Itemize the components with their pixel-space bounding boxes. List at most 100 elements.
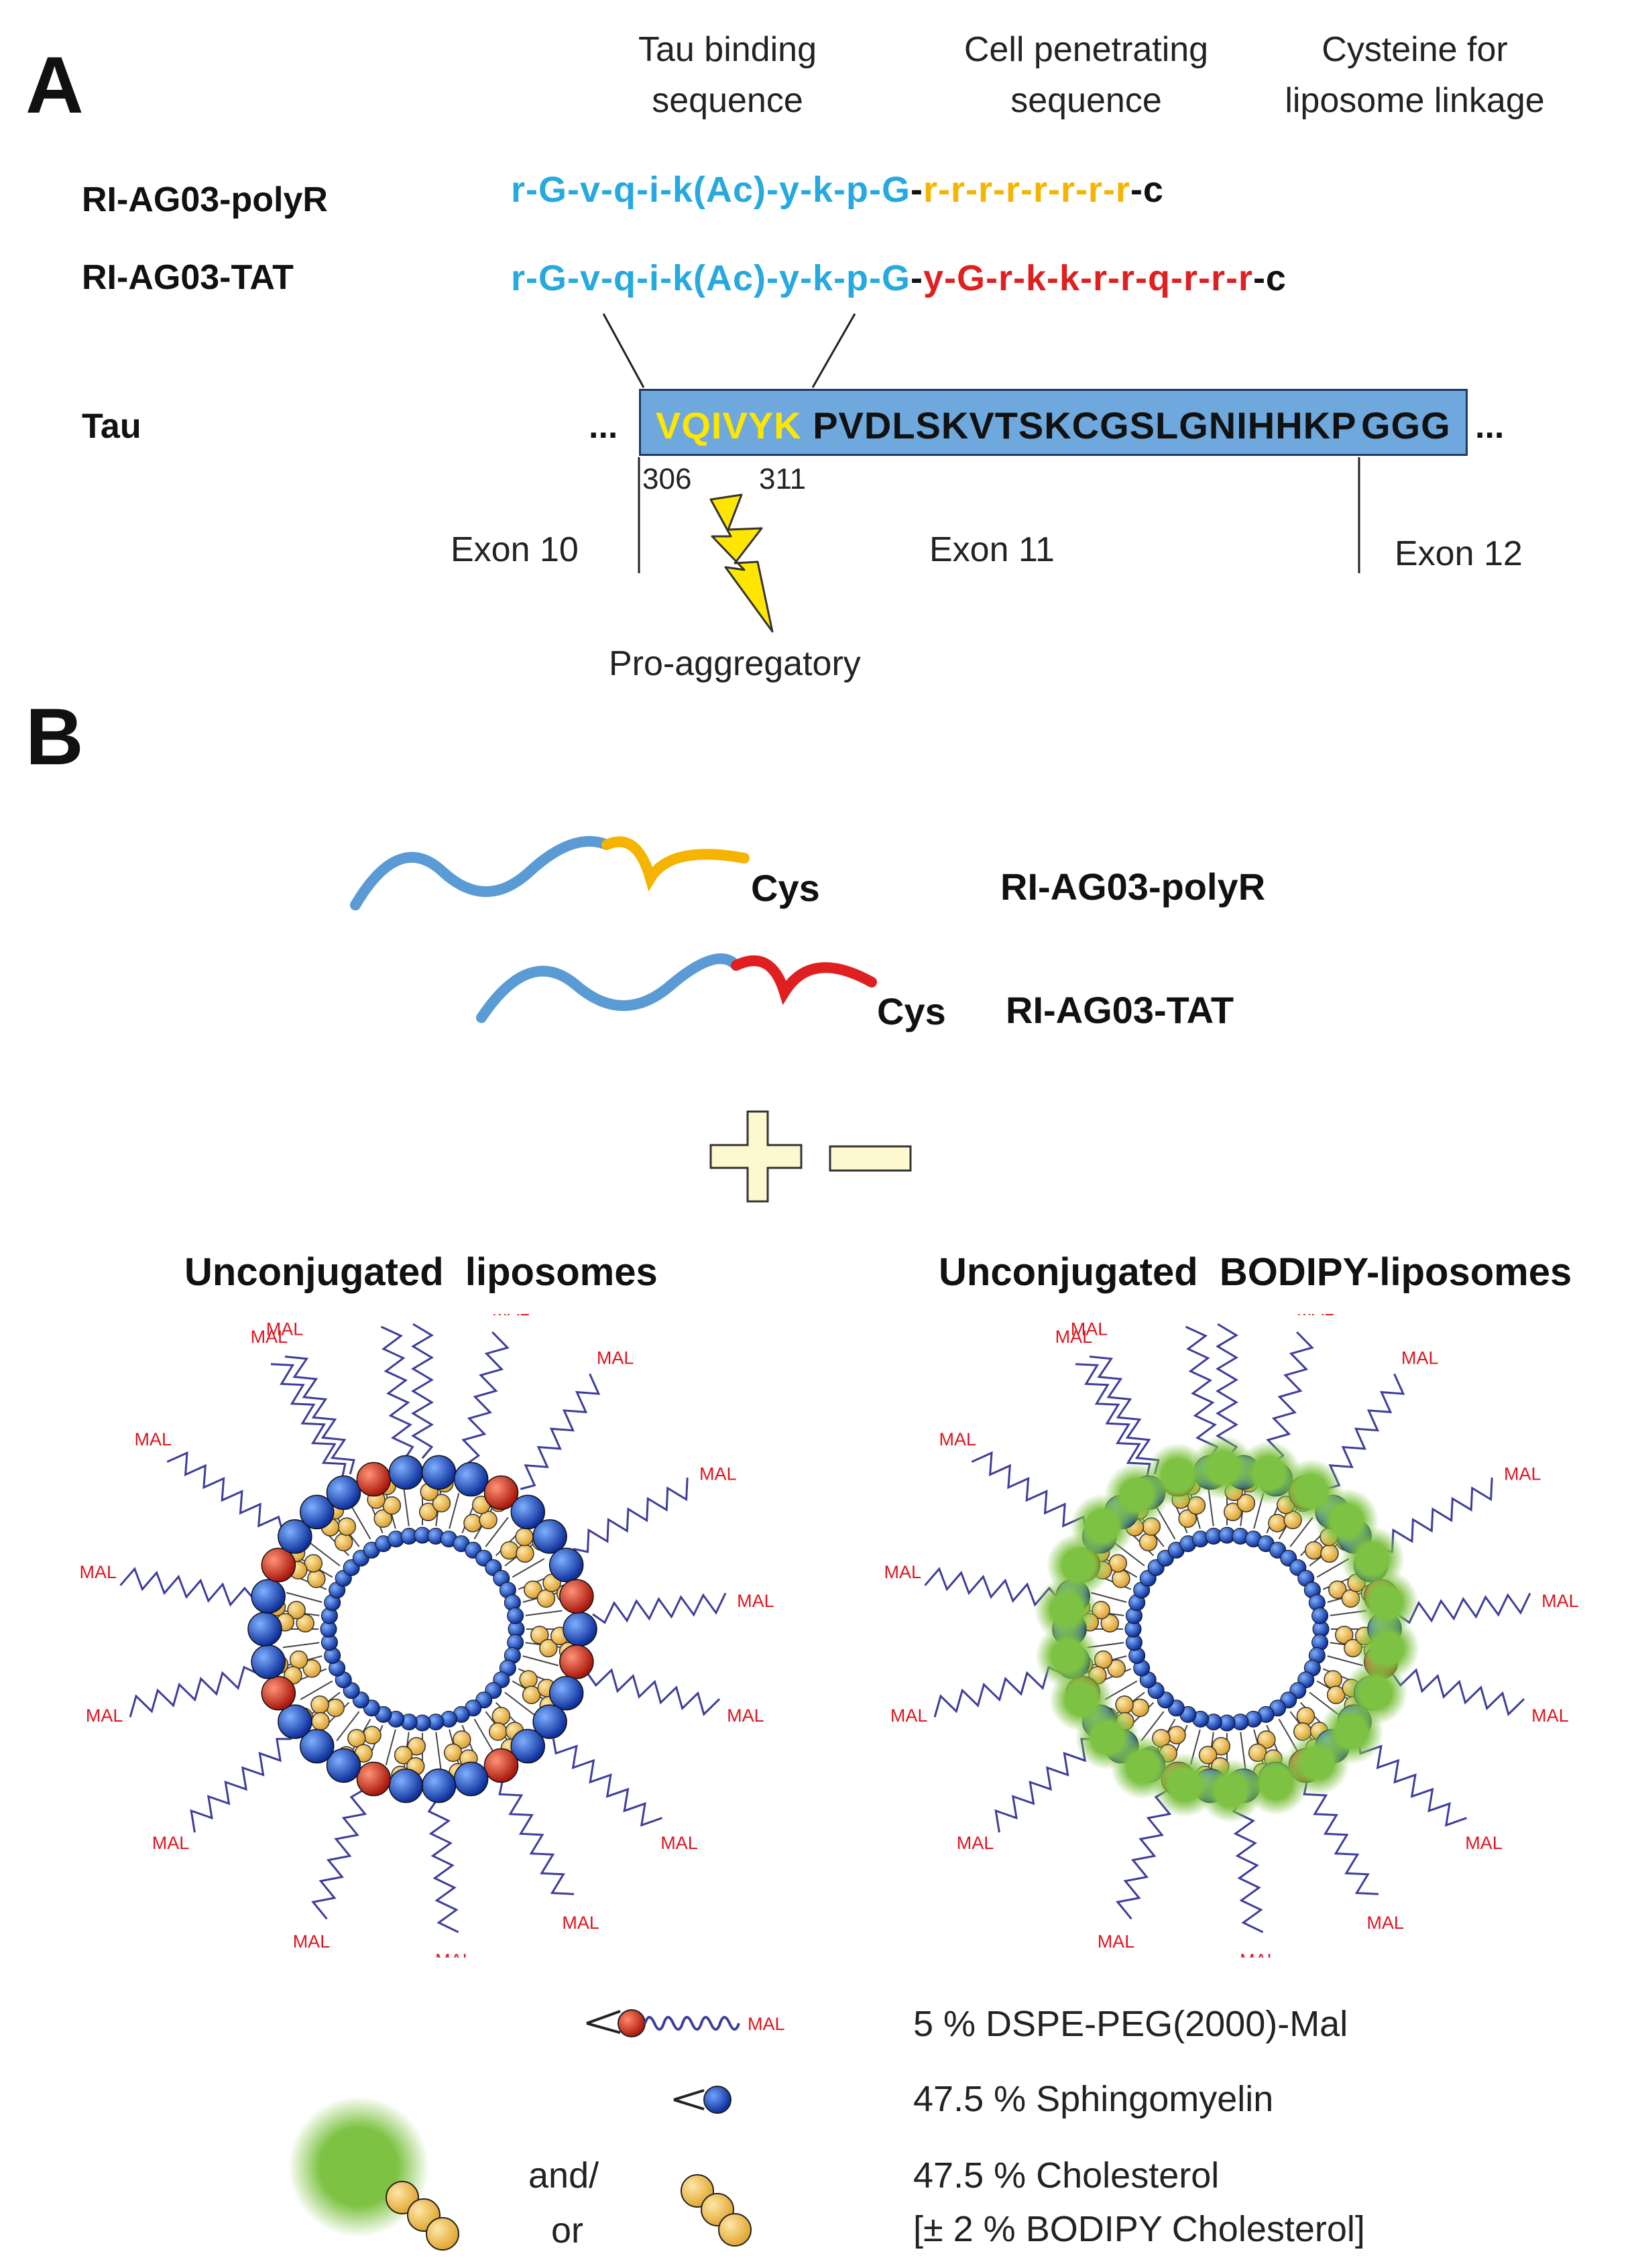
peg-tail — [1075, 1363, 1151, 1479]
peg-tail — [411, 1323, 434, 1459]
mal-label: MAL — [86, 1706, 123, 1726]
peg-tail — [1356, 1738, 1467, 1827]
sphingomyelin-head — [326, 1748, 361, 1783]
mal-label: MAL — [435, 1950, 473, 1958]
mal-label: MAL — [266, 1319, 304, 1339]
lipid-tail — [435, 1732, 442, 1769]
cholesterol — [304, 1554, 323, 1573]
lightning-icon — [709, 493, 774, 633]
title-unconjugated-liposomes: Unconjugated liposomes — [184, 1250, 658, 1294]
mal-label: MAL — [80, 1562, 117, 1582]
cholesterol — [463, 1514, 482, 1533]
header-cell-penetrating: Cell penetrating sequence — [925, 24, 1247, 126]
peg-tail — [1397, 1592, 1531, 1624]
cholesterol — [310, 1695, 329, 1714]
cholesterol — [1167, 1726, 1186, 1744]
lipid-tail — [385, 1729, 396, 1766]
cholesterol — [407, 1737, 426, 1756]
sphingomyelin-head — [453, 1461, 489, 1497]
peg-tail — [498, 1779, 575, 1895]
peg-tail — [1216, 1323, 1238, 1459]
cholesterol — [347, 1728, 366, 1748]
sphingomyelin-head — [251, 1645, 286, 1679]
sphingomyelin-head — [510, 1494, 545, 1530]
header-cysteine: Cysteine for liposome linkage — [1247, 24, 1582, 126]
cholesterol — [394, 1746, 413, 1765]
header-cysteine-line2: liposome linkage — [1285, 81, 1545, 120]
cholesterol — [1305, 1541, 1324, 1560]
mal-label: MAL — [1098, 1931, 1135, 1952]
peg-tail — [573, 1477, 689, 1553]
peg-tail — [119, 1567, 255, 1607]
cholesterol — [515, 1527, 534, 1547]
lipid-tail — [282, 1642, 320, 1649]
header-cysteine-line1: Cysteine for — [1322, 30, 1508, 69]
cholesterol — [1130, 1698, 1149, 1718]
lipid-tail — [449, 1492, 460, 1529]
cholesterol — [491, 1707, 511, 1726]
cholesterol — [536, 1589, 556, 1608]
sphingomyelin-head — [548, 1547, 584, 1583]
sphingomyelin-head — [300, 1494, 335, 1530]
connector-left — [602, 313, 645, 388]
mal-label: MAL — [939, 1429, 977, 1449]
cholesterol — [307, 1569, 326, 1588]
cholesterol — [1112, 1569, 1130, 1588]
dspe-head — [483, 1748, 519, 1783]
cholesterol — [418, 1502, 438, 1521]
pro-aggregatory-label: Pro-aggregatory — [609, 644, 861, 683]
tau-rest: PVDLSKVTSKCGSLGNIHHKP — [813, 404, 1357, 446]
peg-tail — [933, 1665, 1063, 1718]
peg-tail — [1185, 1325, 1219, 1460]
plus-icon — [709, 1110, 803, 1203]
peg-tail — [1232, 1799, 1264, 1933]
peg-tail — [592, 1592, 727, 1624]
peg-tail — [1377, 1477, 1493, 1553]
mal-label: MAL — [1401, 1348, 1439, 1368]
cholesterol — [287, 1600, 306, 1620]
mal-label: MAL — [1531, 1706, 1569, 1726]
sphingomyelin-head — [548, 1675, 584, 1711]
sphingomyelin-head — [421, 1768, 457, 1803]
legend-cholesterol-icon — [681, 2174, 752, 2247]
sphingomyelin-head — [278, 1704, 312, 1739]
sphingomyelin-head — [251, 1579, 286, 1614]
peptide-tat-binding — [476, 953, 742, 1023]
exon-10-label: Exon 10 — [451, 530, 579, 569]
peg-tail — [166, 1451, 284, 1532]
peg-tail — [461, 1331, 510, 1465]
cholesterol — [1100, 1614, 1119, 1633]
mal-label: MAL — [1541, 1591, 1579, 1611]
cholesterol — [373, 1509, 392, 1528]
cholesterol — [1257, 1730, 1276, 1749]
legend-and-text: and/ — [528, 2155, 599, 2196]
mal-label: MAL — [1465, 1833, 1503, 1853]
cholesterol — [1223, 1502, 1242, 1521]
cholesterol — [1296, 1707, 1315, 1726]
cholesterol — [1268, 1514, 1287, 1533]
dspe-head — [356, 1461, 392, 1497]
peg-tail — [427, 1799, 459, 1933]
peptide-tat-cpp — [731, 955, 877, 1006]
peg-tail — [1303, 1779, 1379, 1895]
dspe-head — [559, 1645, 594, 1679]
sequence-tat: r-G-v-q-i-k(Ac)-y-k-p-G-y-G-r-k-k-r-r-q-… — [511, 257, 1287, 299]
legend-or-text: or — [551, 2210, 584, 2251]
peptide-tat-cys: Cys — [877, 990, 946, 1032]
sphingomyelin-head — [453, 1761, 489, 1797]
residue-311: 311 — [759, 463, 807, 495]
legend-cholesterol-text: 47.5 % Cholesterol — [913, 2155, 1220, 2196]
cholesterol — [302, 1659, 321, 1678]
lipid-tail — [473, 1718, 493, 1752]
peptide-polyr-cys: Cys — [751, 867, 820, 909]
mal-label: MAL — [737, 1591, 774, 1611]
peg-tail — [380, 1325, 414, 1460]
dash-tat: - — [910, 258, 923, 298]
panel-a-letter: A — [25, 40, 84, 130]
mal-label: MAL — [1240, 1950, 1277, 1958]
panel-b-letter: B — [25, 692, 84, 782]
cholesterol — [500, 1541, 519, 1560]
mal-label: MAL — [1504, 1464, 1541, 1484]
peg-tail — [1116, 1789, 1172, 1920]
tau-sequence-box — [639, 389, 1468, 456]
